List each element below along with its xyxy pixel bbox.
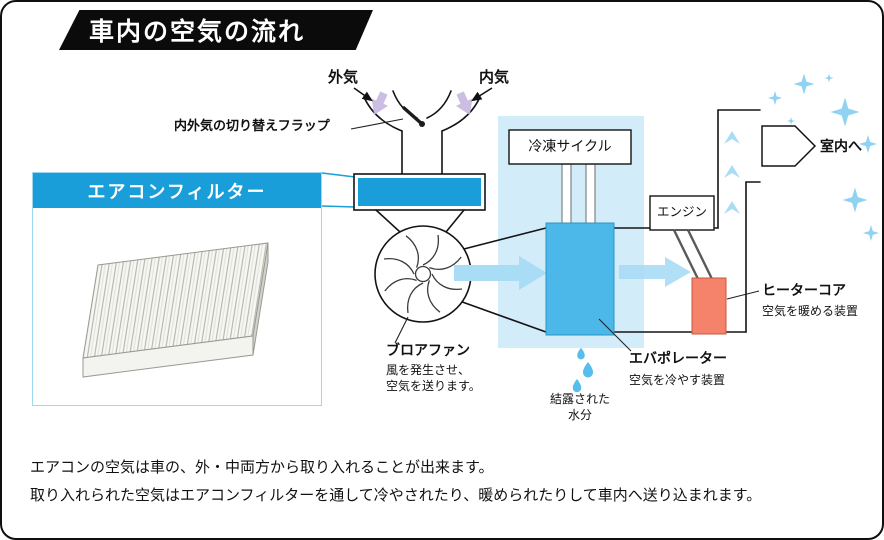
flow-arrow-up-icon: [724, 165, 740, 178]
footer-line-2: 取り入れられた空気はエアコンフィルターを通して冷やされたり、暖められたりして車内…: [30, 487, 762, 504]
flow-arrow-up-icon: [724, 131, 740, 144]
filter-panel: エアコンフィルター: [32, 172, 322, 406]
page-title: 車内の空気の流れ: [89, 18, 306, 46]
sparkle-icon: [768, 91, 782, 105]
blower-fan-icon: [374, 225, 472, 323]
sparkle-icon: [842, 187, 868, 213]
label-blower-fan-desc2: 空気を送ります。: [386, 379, 481, 393]
label-blower-fan: ブロアファン: [386, 342, 470, 358]
label-refrigeration-cycle: 冷凍サイクル: [528, 138, 612, 155]
sparkle-icon: [824, 73, 834, 83]
sparkle-icon: [863, 225, 879, 241]
refrigeration-cycle-box: [508, 129, 632, 165]
cabin-filter-strip: [358, 178, 481, 206]
label-heater-core: ヒーターコア: [762, 282, 846, 298]
footer-line-1: エアコンの空気は車の、外・中両方から取り入れることが出来ます。: [30, 459, 494, 476]
filter-callout-lines: [321, 172, 356, 208]
heater-core: [691, 277, 727, 335]
sparkle-icon: [793, 73, 815, 95]
label-air-switch-flap: 内外気の切り替えフラップ: [174, 118, 330, 133]
label-heater-core-desc: 空気を暖める装置: [762, 304, 859, 318]
filter-side-face: [252, 242, 269, 356]
intake-arrow-icons: [371, 91, 473, 115]
sparkle-icon: [787, 117, 795, 125]
label-engine: エンジン: [656, 205, 707, 220]
title-banner: 車内の空気の流れ: [59, 10, 373, 50]
to-cabin-arrow-icon: [761, 125, 817, 167]
label-inside-air: 内気: [479, 69, 510, 86]
engine-box: [649, 195, 715, 231]
label-evaporator: エバポレーター: [629, 350, 727, 366]
filter-image: [82, 242, 269, 378]
intake-arrow-icon: [371, 91, 389, 115]
label-condensation-1: 結露された: [549, 392, 610, 406]
label-blower-fan-desc1: 風を発生させ、: [386, 363, 471, 377]
sparkle-icons: [768, 73, 879, 241]
flow-arrow-icons: [454, 131, 740, 290]
footer-text: エアコンの空気は車の、外・中両方から取り入れることが出来ます。 取り入れられた空…: [30, 454, 870, 510]
filter-illustration: [33, 208, 321, 405]
sparkle-icon: [859, 135, 877, 153]
sparkle-icon: [830, 97, 860, 127]
label-pointer-lines: [350, 118, 760, 352]
condensation-drops: [572, 347, 593, 393]
intake-arrow-icon: [455, 91, 473, 115]
air-switch-flap: [402, 106, 425, 127]
filter-panel-title: エアコンフィルター: [33, 173, 321, 208]
intake-pointer-arrows: [353, 87, 493, 102]
label-evaporator-desc: 空気を冷やす装置: [629, 373, 726, 387]
flow-arrow-icon: [619, 257, 691, 287]
flow-arrow-icon: [454, 256, 547, 290]
label-to-cabin: 室内へ: [820, 138, 862, 154]
engine-pipes: [672, 229, 714, 280]
water-drop-icon: [583, 362, 593, 378]
water-drop-icon: [572, 379, 582, 393]
label-condensation-2: 水分: [567, 408, 592, 422]
label-outside-air: 外気: [328, 69, 359, 86]
evaporator: [545, 222, 615, 336]
water-drop-icon: [577, 347, 585, 360]
flow-arrow-up-icon: [724, 201, 740, 214]
